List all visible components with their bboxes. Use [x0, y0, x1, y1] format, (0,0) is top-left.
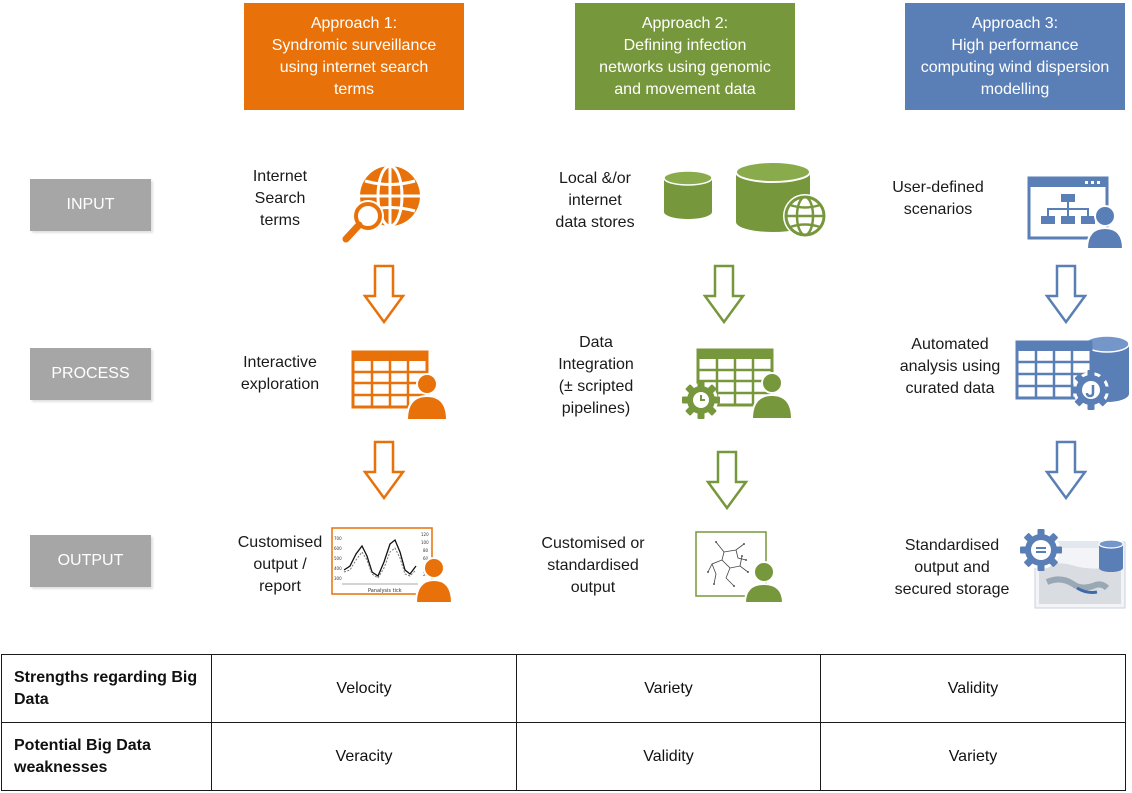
a2-process-line-2: Integration — [558, 356, 634, 373]
approach-1-line-4: terms — [333, 80, 374, 98]
big-data-summary-table: Strengths regarding Big Data Velocity Va… — [1, 654, 1126, 791]
database-gear-icon — [1015, 335, 1130, 410]
approach-2-header: Approach 2: Defining infection networks … — [575, 3, 795, 110]
stage-process: PROCESS — [30, 348, 151, 400]
a3-input-label: User-defined scenarios — [888, 177, 988, 221]
a2-input-line-3: data stores — [555, 214, 635, 231]
a2-output-line-3: output — [570, 579, 616, 596]
approach-2-line-2: Defining infection — [623, 36, 747, 54]
thumb-xlabel: Panalysis tick — [368, 588, 402, 594]
a3-output-line-2: output and — [914, 559, 990, 576]
network-tree-user-icon — [695, 531, 785, 604]
row-2-header-line-2: weaknesses — [14, 758, 108, 776]
a2-output-line-2: standardised — [547, 557, 639, 574]
a3-process-label: Automated analysis using curated data — [890, 334, 1010, 400]
a2-output-line-1: Customised or — [541, 535, 645, 552]
spreadsheet-gear-user-icon — [682, 348, 794, 420]
approach-2-line-1: Approach 2: — [641, 14, 729, 32]
a2-input-label: Local &/or internet data stores — [540, 168, 650, 234]
row-1-header-line-1: Strengths regarding Big — [14, 668, 198, 686]
spreadsheet-user-icon — [351, 350, 449, 421]
stage-output: OUTPUT — [30, 535, 151, 587]
a1-output-line-1: Customised — [237, 534, 323, 551]
thumb-rtick-3: 80 — [423, 548, 429, 553]
thumb-ytick-4: 400 — [334, 566, 342, 571]
approach-3-line-3: computing wind dispersion — [920, 58, 1110, 76]
a2-input-line-1: Local &/or — [558, 170, 632, 187]
table-cell: Variety — [516, 654, 821, 723]
a2-down-arrow-1 — [702, 264, 746, 325]
thumb-ytick-2: 600 — [334, 546, 342, 551]
a1-down-arrow-1 — [362, 264, 406, 325]
table-cell: Validity — [820, 654, 1126, 723]
approach-1-line-3: using internet search — [279, 58, 429, 76]
a2-process-label: Data Integration (± scripted pipelines) — [548, 332, 644, 420]
approach-2-line-4: and movement data — [614, 80, 756, 98]
globe-search-icon — [342, 164, 420, 243]
thumb-rtick-4: 60 — [423, 556, 429, 561]
approach-3-header: Approach 3: High performance computing w… — [905, 3, 1125, 110]
gear-map-database-icon — [1020, 529, 1126, 609]
table-row-header: Potential Big Data weaknesses — [1, 722, 212, 791]
table-cell: Velocity — [211, 654, 517, 723]
table-row: Potential Big Data weaknesses Veracity V… — [1, 722, 1126, 791]
table-row-header: Strengths regarding Big Data — [1, 654, 212, 723]
a2-output-label: Customised or standardised output — [530, 533, 656, 599]
a3-output-label: Standardised output and secured storage — [886, 535, 1018, 601]
table-row: Strengths regarding Big Data Velocity Va… — [1, 654, 1126, 723]
a3-process-line-1: Automated — [911, 336, 989, 353]
approach-1-line-1: Approach 1: — [310, 14, 398, 32]
org-chart-window-user-icon — [1027, 176, 1125, 250]
row-2-header-line-1: Potential Big Data — [14, 736, 151, 754]
a3-down-arrow-1 — [1044, 264, 1088, 325]
a2-process-line-3: (± scripted — [558, 378, 634, 395]
thumb-ytick-1: 700 — [334, 536, 342, 541]
approach-3-line-4: modelling — [980, 80, 1050, 98]
a3-process-line-3: curated data — [905, 380, 995, 397]
approach-3-line-2: High performance — [951, 36, 1079, 54]
thumb-rtick-1: 120 — [421, 532, 429, 537]
a3-output-line-3: secured storage — [894, 581, 1010, 598]
a1-process-label: Interactive exploration — [225, 352, 335, 396]
a1-down-arrow-2 — [362, 440, 406, 501]
a2-down-arrow-2 — [705, 450, 749, 511]
approach-3-line-1: Approach 3: — [971, 14, 1059, 32]
a2-process-line-1: Data — [579, 334, 613, 351]
a1-output-label: Customised output / report — [228, 532, 332, 598]
thumb-ytick-5: 300 — [334, 576, 342, 581]
a1-process-line-1: Interactive — [243, 354, 317, 371]
database-globe-icon — [663, 161, 827, 238]
a3-output-line-1: Standardised — [904, 537, 1000, 554]
approach-1-line-2: Syndromic surveillance — [271, 36, 437, 54]
stage-input: INPUT — [30, 179, 151, 231]
a1-output-line-3: report — [259, 578, 301, 595]
approach-1-header: Approach 1: Syndromic surveillance using… — [244, 3, 464, 110]
a3-input-line-1: User-defined — [892, 179, 984, 196]
a2-process-line-4: pipelines) — [561, 400, 631, 417]
a3-process-line-2: analysis using — [899, 358, 1001, 375]
table-cell: Veracity — [211, 722, 517, 791]
a3-down-arrow-2 — [1044, 440, 1088, 501]
a2-input-line-2: internet — [568, 192, 622, 209]
chart-report-user-icon: 700 600 500 400 300 120 100 80 60 40 20 … — [331, 527, 454, 604]
a1-input-line-3: terms — [260, 212, 300, 229]
a1-input-line-2: Search — [254, 190, 306, 207]
table-cell: Validity — [516, 722, 821, 791]
a1-process-line-2: exploration — [240, 376, 320, 393]
row-1-header-line-2: Data — [14, 690, 49, 708]
thumb-ytick-3: 500 — [334, 556, 342, 561]
table-cell: Variety — [820, 722, 1126, 791]
thumb-rtick-2: 100 — [421, 540, 429, 545]
approach-2-line-3: networks using genomic — [599, 58, 771, 76]
a1-output-line-2: output / — [253, 556, 307, 573]
a3-input-line-2: scenarios — [903, 201, 973, 218]
a1-input-label: Internet Search terms — [230, 166, 330, 232]
a1-input-line-1: Internet — [252, 168, 308, 185]
